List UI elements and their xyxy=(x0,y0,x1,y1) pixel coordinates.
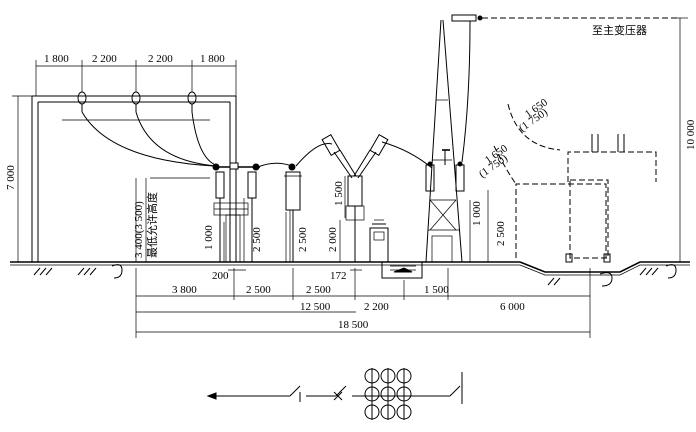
min-height-dimension xyxy=(135,177,210,262)
bottom-dim-2: 2 500 xyxy=(246,284,271,296)
bottom-dimension-row-1 xyxy=(135,268,591,338)
wire-ct-breaker xyxy=(295,142,333,167)
insulator-a-height: 1 000 xyxy=(203,225,215,250)
wire-switch-ct xyxy=(257,162,293,168)
ground-line xyxy=(10,261,690,276)
left-vertical-dimension xyxy=(12,95,32,262)
top-dim-1: 1 800 xyxy=(44,53,69,65)
bottom-dim-6: 6 000 xyxy=(500,301,525,313)
disconnect-switch-left xyxy=(212,162,260,263)
wire-breaker-tower xyxy=(381,141,433,169)
switch-height-dimensions xyxy=(223,176,346,262)
min-height-value: 3 400(3 500) xyxy=(133,201,145,258)
bottom-dim-3: 2 500 xyxy=(306,284,331,296)
right-tower-height: 10 000 xyxy=(685,119,696,150)
bottom-dim-1: 3 800 xyxy=(172,284,197,296)
bottom-small-172: 172 xyxy=(330,270,347,282)
current-transformer xyxy=(284,163,302,262)
single-line-diagram xyxy=(206,372,463,404)
tower-high-height: 2 500 xyxy=(495,221,507,246)
to-main-transformer-label: 至主变压器 xyxy=(592,23,647,37)
bottom-dim-4: 2 200 xyxy=(364,301,389,313)
circuit-breaker xyxy=(321,134,389,262)
bottom-dim-12500: 12 500 xyxy=(300,301,331,313)
tower-low-height: 1 000 xyxy=(471,201,483,226)
ct-symbol-grid xyxy=(364,368,412,420)
left-frame-height: 7 000 xyxy=(5,165,17,190)
breaker-low-height: 2 000 xyxy=(327,227,339,252)
top-dim-2: 2 200 xyxy=(92,53,117,65)
bottom-dim-total: 18 500 xyxy=(338,319,369,331)
top-dim-4: 1 800 xyxy=(200,53,225,65)
bottom-dim-5: 1 500 xyxy=(424,284,449,296)
foundation xyxy=(381,261,423,279)
main-transformer-outline xyxy=(493,103,657,263)
top-dim-3: 2 200 xyxy=(148,53,173,65)
operating-mechanism xyxy=(369,219,389,263)
insulator-b-height: 2 500 xyxy=(251,227,263,252)
left-gantry-frame xyxy=(31,95,237,262)
ground-hatch xyxy=(33,264,677,287)
bottom-small-200: 200 xyxy=(212,270,229,282)
termination-tower xyxy=(425,14,680,263)
min-height-label: 最低允许高度 xyxy=(145,192,159,258)
top-dimension-line xyxy=(35,60,237,96)
ct-height: 2 500 xyxy=(297,227,309,252)
right-vertical-dimension xyxy=(672,17,688,262)
tower-height-dimensions xyxy=(469,190,489,262)
breaker-high-height: 1 500 xyxy=(333,181,345,206)
